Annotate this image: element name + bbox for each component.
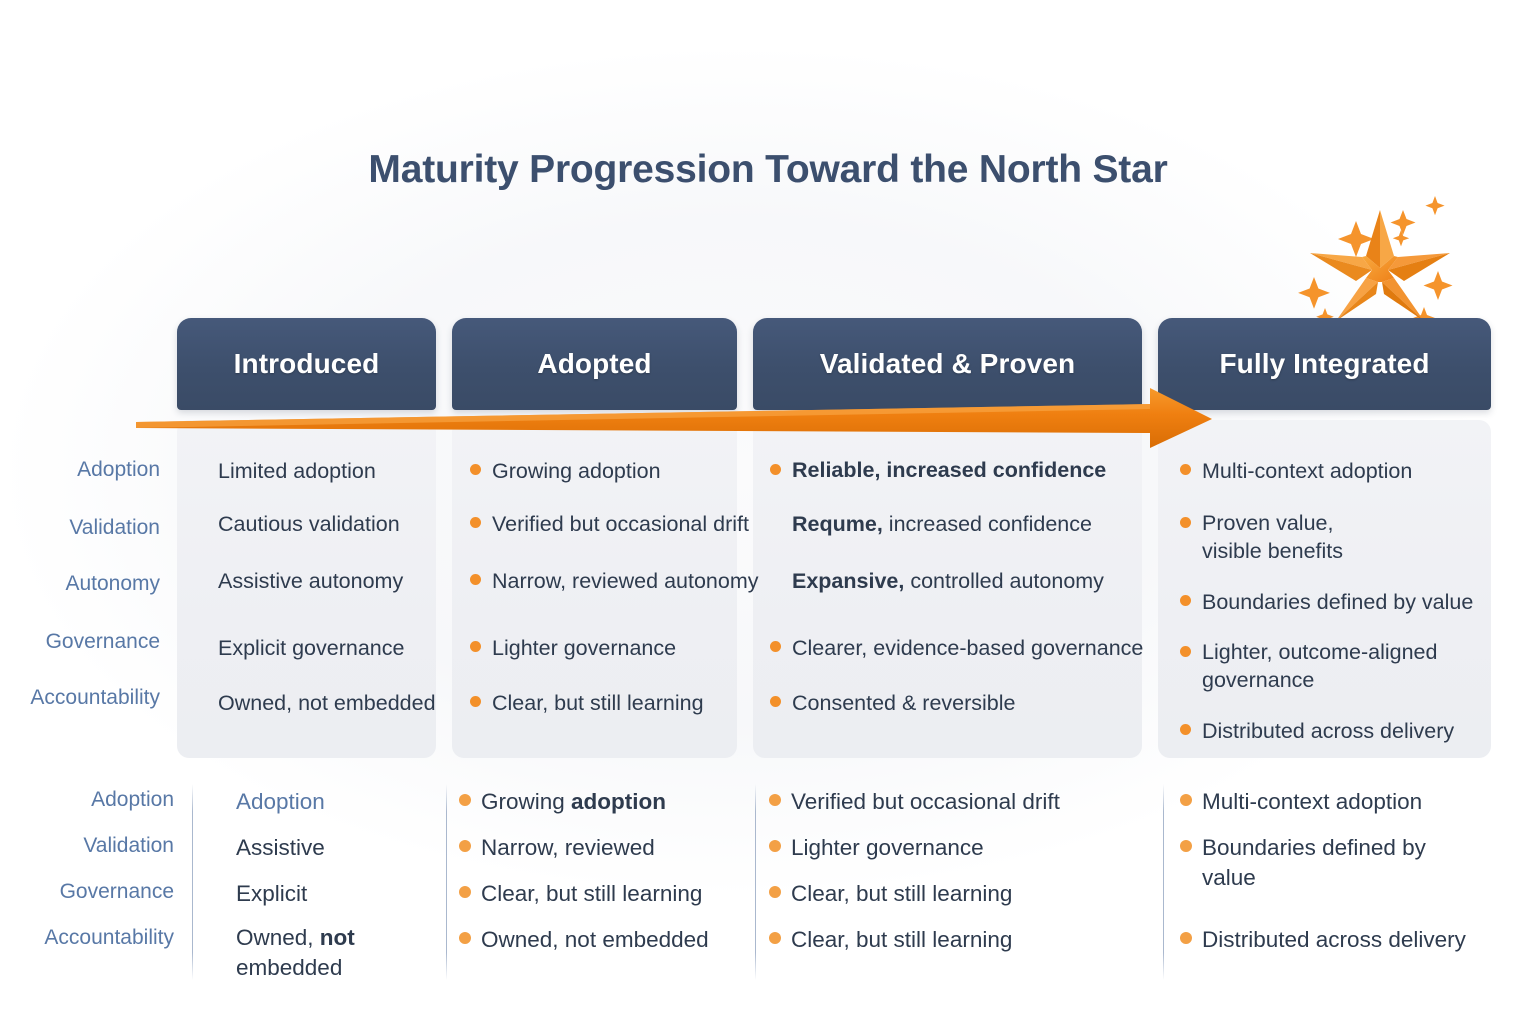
bullet-icon (769, 794, 781, 806)
bullet-icon (1180, 724, 1191, 735)
row-label-governance: Governance (45, 630, 160, 653)
bullet-icon (770, 641, 781, 652)
cell-validated-governance: Clearer, evidence-based governance (792, 636, 1144, 660)
lower-divider (1163, 784, 1164, 980)
row-label-adoption: Adoption (77, 458, 160, 481)
lower-cell-pre: Growing (481, 789, 572, 814)
stage-card-adopted (452, 420, 737, 758)
lower-cell-validated-accountability: Clear, but still learning (791, 927, 1013, 952)
cell-adopted-autonomy: Narrow, reviewed autonomy (492, 569, 759, 593)
lower-cell-introduced-validation: Assistive (236, 835, 325, 860)
cell-introduced-governance: Explicit governance (218, 636, 405, 660)
cell-integrated-governance: Lighter, outcome-aligned governance (1202, 640, 1438, 692)
row-label-autonomy: Autonomy (65, 572, 160, 595)
lower-row-label-validation: Validation (83, 834, 174, 857)
cell-integrated-adoption: Multi-context adoption (1202, 459, 1413, 483)
lower-cell-validated-adoption: Verified but occasional drift (791, 789, 1060, 814)
lower-row-label-adoption: Adoption (91, 788, 174, 811)
lower-cell-bold: adoption (571, 789, 667, 814)
stage-header-label: Fully Integrated (1219, 348, 1430, 379)
bullet-icon (470, 464, 481, 475)
stage-header-label: Validated & Proven (819, 348, 1076, 379)
bullet-icon (1180, 646, 1191, 657)
page-title: Maturity Progression Toward the North St… (368, 148, 1168, 191)
bullet-icon (769, 886, 781, 898)
cell-introduced-validation: Cautious validation (218, 512, 400, 536)
cell-validated-autonomy-rest: controlled autonomy (904, 569, 1104, 593)
cell-adopted-governance: Lighter governance (492, 636, 677, 660)
bullet-icon (770, 696, 781, 707)
bullet-icon (459, 840, 471, 852)
bullet-icon (1180, 464, 1191, 475)
cell-adopted-validation: Verified but occasional drift (492, 512, 749, 536)
stage-header-fully-integrated[interactable]: Fully Integrated (1158, 318, 1491, 410)
bullet-icon (1180, 794, 1192, 806)
cell-adopted-accountability: Clear, but still learning (492, 691, 704, 715)
stage-card-validated-proven (753, 420, 1142, 758)
stage-header-introduced[interactable]: Introduced (177, 318, 436, 410)
cell-validated-accountability: Consented & reversible (792, 691, 1016, 715)
stage-header-adopted[interactable]: Adopted (452, 318, 737, 410)
bullet-icon (1180, 517, 1191, 528)
cell-introduced-accountability: Owned, not embedded (218, 691, 436, 715)
lower-cell-introduced-governance: Explicit (236, 881, 308, 906)
lower-cell-validated-validation: Lighter governance (791, 835, 984, 860)
cell-validated-validation-bold: Requme, (792, 512, 883, 536)
row-label-validation: Validation (69, 516, 160, 539)
bullet-icon (769, 840, 781, 852)
cell-integrated-autonomy: Boundaries defined by value (1202, 590, 1474, 614)
lower-cell-integrated-adoption: Multi-context adoption (1202, 789, 1423, 814)
cell-adopted-adoption: Growing adoption (492, 459, 661, 483)
lower-cell-introduced-adoption: Adoption (236, 789, 325, 814)
lower-row-label-accountability: Accountability (44, 926, 174, 949)
bullet-icon (770, 464, 781, 475)
cell-validated-validation: Requme, increased confidence (792, 511, 1092, 539)
bullet-icon (470, 517, 481, 528)
lower-cell-bold: not (319, 925, 355, 950)
lower-divider (755, 784, 756, 980)
bullet-icon (769, 932, 781, 944)
lower-row-label-governance: Governance (59, 880, 174, 903)
lower-divider (192, 784, 193, 980)
bullet-icon (459, 794, 471, 806)
bullet-icon (470, 641, 481, 652)
bullet-icon (459, 932, 471, 944)
row-label-accountability: Accountability (30, 686, 160, 709)
lower-cell-adopted-accountability: Owned, not embedded (481, 927, 709, 952)
bullet-icon (1180, 595, 1191, 606)
cell-integrated-validation: Proven value, visible benefits (1202, 511, 1344, 563)
cell-introduced-autonomy: Assistive autonomy (218, 569, 404, 593)
lower-cell-integrated-accountability: Distributed across delivery (1202, 927, 1466, 952)
lower-cell-adopted-governance: Clear, but still learning (481, 881, 703, 906)
stage-card-fully-integrated (1158, 420, 1491, 758)
lower-cell-validated-governance: Clear, but still learning (791, 881, 1013, 906)
bullet-icon (470, 574, 481, 585)
north-star-icon (1272, 178, 1492, 340)
cell-validated-autonomy: Expansive, controlled autonomy (792, 568, 1104, 596)
stage-card-introduced (177, 420, 436, 758)
stage-header-validated-proven[interactable]: Validated & Proven (753, 318, 1142, 410)
stage-header-label: Introduced (233, 348, 380, 379)
lower-cell-adopted-adoption: Growing adoption (481, 787, 666, 817)
cell-validated-autonomy-bold: Expansive, (792, 569, 905, 593)
lower-divider (446, 784, 447, 980)
lower-cell-post: embedded (236, 954, 343, 980)
bullet-icon (459, 886, 471, 898)
bullet-icon (1180, 932, 1192, 944)
cell-integrated-accountability: Distributed across delivery (1202, 719, 1455, 743)
bullet-icon (1180, 840, 1192, 852)
lower-cell-adopted-validation: Narrow, reviewed (481, 835, 655, 860)
stage-header-label: Adopted (537, 348, 652, 379)
lower-cell-pre: Owned, (236, 925, 320, 950)
lower-cell-introduced-accountability: Owned, not embedded (236, 923, 401, 982)
lower-cell-integrated-validation: Boundaries defined by value (1202, 835, 1426, 890)
bullet-icon (470, 696, 481, 707)
cell-validated-validation-rest: increased confidence (882, 512, 1092, 536)
cell-introduced-adoption: Limited adoption (218, 459, 376, 483)
cell-validated-adoption: Reliable, increased confidence (792, 458, 1107, 482)
